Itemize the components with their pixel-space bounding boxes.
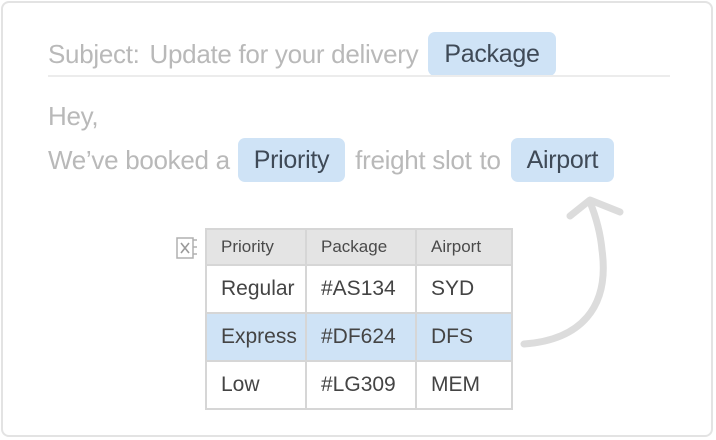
table-cell[interactable]: Low (205, 360, 307, 410)
excel-file-icon[interactable] (176, 235, 198, 261)
airport-chip[interactable]: Airport (510, 138, 615, 182)
table-cell[interactable]: #DF624 (305, 312, 417, 362)
delivery-table: Priority Package Airport Regular #AS134 … (205, 228, 513, 410)
table-cell[interactable]: MEM (415, 360, 513, 410)
column-header-airport[interactable]: Airport (415, 228, 513, 266)
table-cell[interactable]: Regular (205, 264, 307, 314)
subject-text: Update for your delivery (149, 38, 419, 69)
subject-line: Subject: Update for your delivery Packag… (48, 32, 556, 76)
table-header-row: Priority Package Airport (205, 228, 513, 266)
table-row[interactable]: Low #LG309 MEM (205, 360, 513, 410)
table-row[interactable]: Regular #AS134 SYD (205, 264, 513, 314)
column-header-priority[interactable]: Priority (205, 228, 307, 266)
subject-package-chip[interactable]: Package (428, 32, 556, 76)
greeting: Hey, (48, 100, 99, 131)
table-cell[interactable]: SYD (415, 264, 513, 314)
body-prefix: We’ve booked a (48, 144, 230, 175)
subject-label: Subject: (48, 38, 140, 69)
body-mid: freight slot (355, 144, 472, 175)
column-header-package[interactable]: Package (305, 228, 417, 266)
table-cell[interactable]: #AS134 (305, 264, 417, 314)
curved-arrow-icon (520, 196, 624, 348)
priority-chip[interactable]: Priority (237, 138, 346, 182)
table-cell[interactable]: #LG309 (305, 360, 417, 410)
table-cell[interactable]: Express (205, 312, 307, 362)
body-line: We’ve booked a Priority freight slot to … (48, 138, 615, 182)
body-to: to (479, 144, 501, 175)
table-row-highlighted[interactable]: Express #DF624 DFS (205, 312, 513, 362)
subject-divider (48, 75, 670, 77)
table-cell[interactable]: DFS (415, 312, 513, 362)
